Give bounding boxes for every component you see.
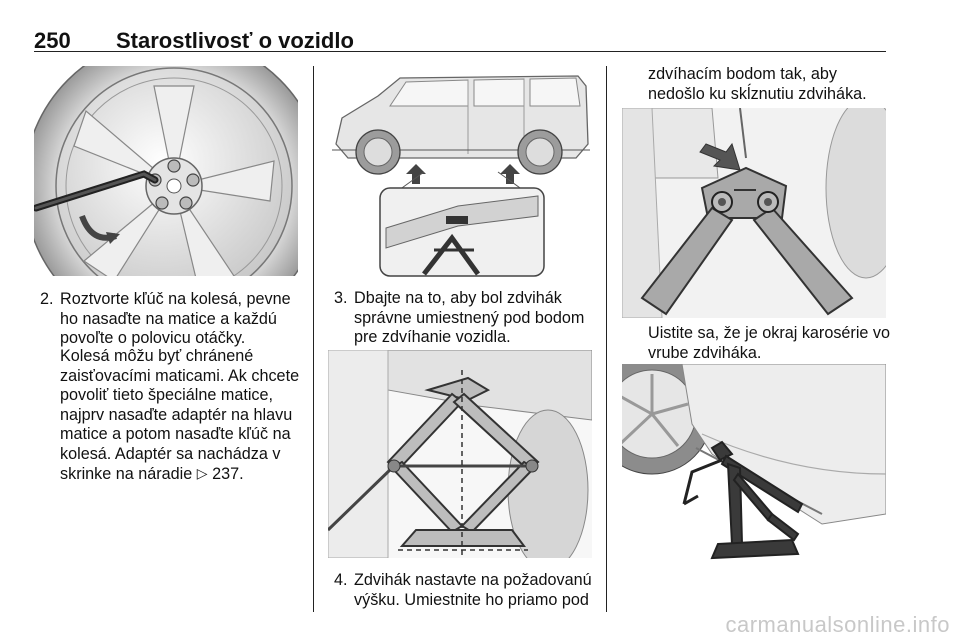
reference-arrow-icon: ▷ — [196, 464, 208, 481]
body-edge-note: Uistite sa, že je okraj karosérie vo vru… — [648, 324, 892, 363]
note-line-last: skrinke na náradie ▷ 237. — [60, 465, 310, 485]
page-title: Starostlivosť o vozidlo — [116, 28, 354, 53]
nut-lock-note: Kolesá môžu byť chránené zaisťovacími ma… — [60, 347, 310, 484]
step-4-line: Zdvihák nastavte na požadovanú — [354, 571, 592, 589]
reference-page[interactable]: 237. — [212, 464, 244, 483]
step-3-line: pre zdvíhanie vozidla. — [354, 328, 511, 347]
figure-jack-under-sill — [622, 364, 886, 566]
continued-line: zdvíhacím bodom tak, aby — [648, 65, 837, 83]
watermark: carmanualsonline.info — [725, 612, 950, 637]
step-2-number: 2. — [40, 290, 54, 308]
step-4-number: 4. — [334, 571, 348, 589]
step-2-line: povoľte o polovicu otáčky. — [60, 329, 246, 348]
figure-wheel-wrench — [34, 66, 298, 276]
step-2-line: ho nasaďte na matice a každú — [60, 309, 277, 328]
note-line: Kolesá môžu byť chránené — [60, 347, 254, 365]
step-3: 3. Dbajte na to, aby bol zdvihák správne… — [334, 289, 602, 349]
page-number: 250 — [34, 28, 71, 53]
column-divider-1 — [313, 66, 314, 612]
step-4: 4. Zdvihák nastavte na požadovanú výšku.… — [334, 571, 602, 613]
note-line: vrube zdviháka. — [648, 343, 762, 362]
continued-line: nedošlo ku skĺznutiu zdviháka. — [648, 84, 867, 103]
figure-jack-head-closeup — [622, 108, 886, 318]
column-divider-2 — [606, 66, 607, 612]
note-line: Uistite sa, že je okraj karosérie vo — [648, 324, 891, 342]
note-line: kolesá. Adaptér sa nachádza v — [60, 444, 281, 463]
step-3-line: správne umiestnený pod bodom — [354, 308, 585, 327]
note-last-text: skrinke na náradie — [60, 464, 193, 483]
step-3-line: Dbajte na to, aby bol zdvihák — [354, 289, 562, 307]
step-2-line: Roztvorte kľúč na kolesá, pevne — [60, 290, 291, 308]
figure-van-jack-points — [328, 66, 592, 280]
note-line: matice a potom nasaďte kľúč na — [60, 425, 291, 444]
step-4-line: výšku. Umiestnite ho priamo pod — [354, 590, 589, 609]
note-line: najprv nasaďte adaptér na hlavu — [60, 405, 293, 424]
step-4-continued: zdvíhacím bodom tak, aby nedošlo ku skĺz… — [648, 65, 886, 104]
header-rule — [34, 51, 886, 52]
step-2: 2. Roztvorte kľúč na kolesá, pevne ho na… — [40, 290, 308, 350]
note-line: zaisťovacími maticami. Ak chcete — [60, 366, 300, 385]
figure-jack-positioning — [328, 350, 592, 558]
note-line: povoliť tieto špeciálne matice, — [60, 386, 274, 405]
step-3-number: 3. — [334, 289, 348, 307]
